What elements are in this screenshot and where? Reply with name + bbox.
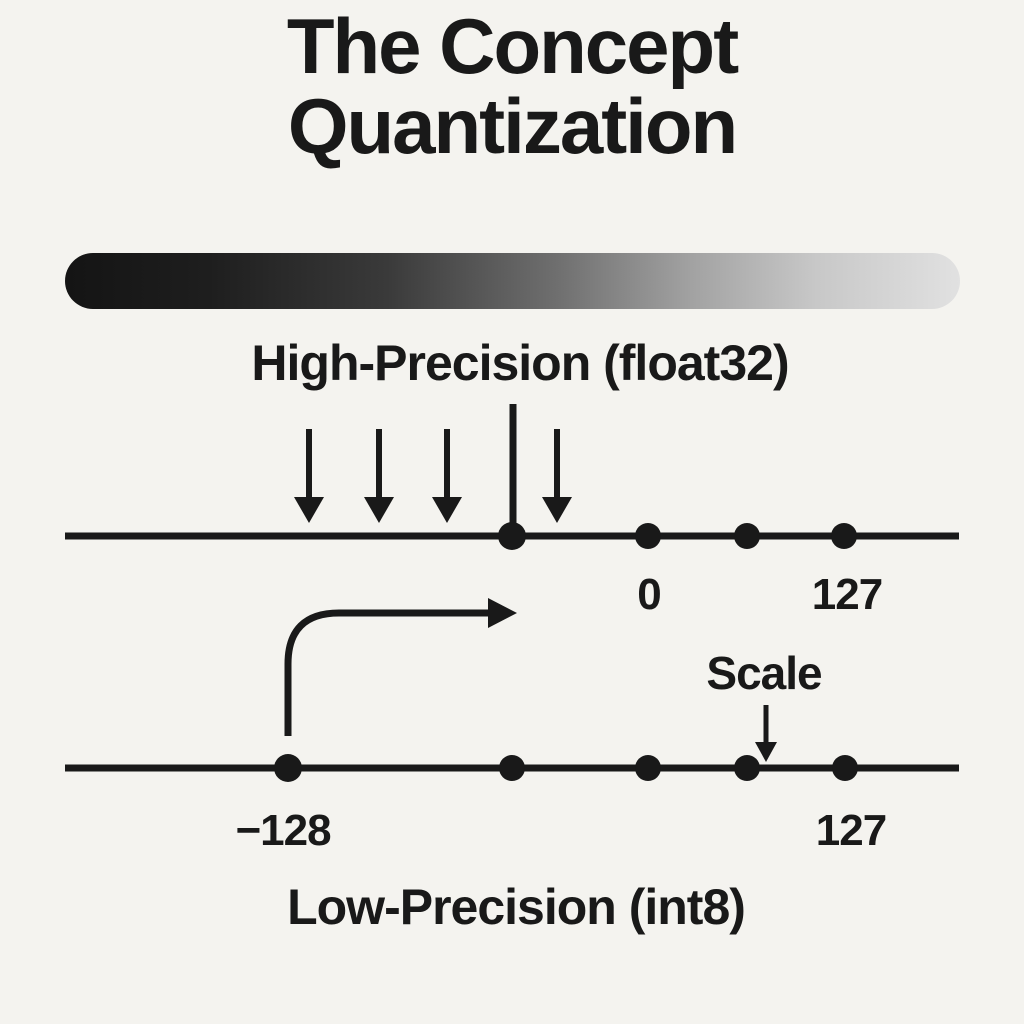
- float-axis-tick-127: 127: [811, 570, 883, 619]
- down-arrow-icon: [294, 429, 324, 523]
- page-title: The Concept Quantization: [0, 6, 1024, 167]
- axis-dot: [734, 755, 760, 781]
- axis-dot: [831, 523, 857, 549]
- float-axis-tick-0: 0: [637, 570, 662, 619]
- down-arrow-icon: [432, 429, 462, 523]
- down-arrow-icon: [542, 429, 572, 523]
- low-precision-label: Low-Precision (int8): [287, 879, 746, 935]
- quantization-arrows-group: [294, 404, 572, 535]
- down-arrow-icon: [364, 429, 394, 523]
- scale-label: Scale: [706, 647, 822, 699]
- axis-dot: [635, 523, 661, 549]
- int-axis: [65, 754, 959, 782]
- high-precision-label: High-Precision (float32): [251, 335, 789, 391]
- axis-dot: [274, 754, 302, 782]
- axis-dot: [734, 523, 760, 549]
- page-title-line-1: The Concept: [286, 2, 739, 90]
- axis-dot: [499, 755, 525, 781]
- scale-pointer-arrow-icon: [755, 705, 777, 762]
- float-axis: [65, 522, 959, 550]
- axis-dot: [832, 755, 858, 781]
- mapping-curve-arrow-icon: [284, 598, 517, 736]
- axis-dot: [635, 755, 661, 781]
- axis-dot: [498, 522, 526, 550]
- int-axis-tick-127: 127: [815, 806, 887, 855]
- float32-gradient-bar: [65, 253, 960, 309]
- int-axis-tick-minus-128: −128: [235, 806, 331, 855]
- page-title-line-2: Quantization: [287, 82, 738, 171]
